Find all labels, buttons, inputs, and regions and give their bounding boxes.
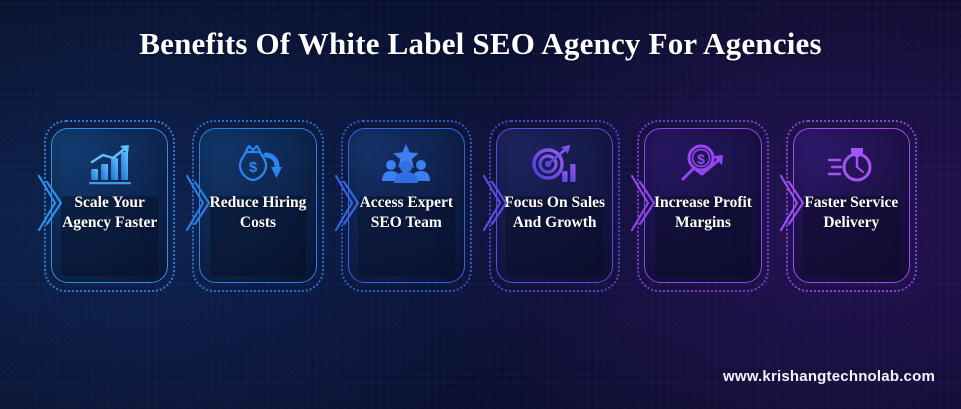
benefit-card-3[interactable]: Access Expert SEO Team (334, 120, 472, 292)
svg-text:$: $ (249, 159, 258, 176)
team-star-icon (379, 142, 433, 188)
benefit-card-row: Scale Your Agency Faster $ (37, 120, 917, 292)
money-bag-down-arrow-icon: $ (231, 142, 285, 188)
card-body: Focus On Sales And Growth (495, 128, 614, 283)
page-title: Benefits Of White Label SEO Agency For A… (139, 26, 822, 61)
card-body: Scale Your Agency Faster (51, 128, 169, 283)
card-body: Access Expert SEO Team (347, 128, 465, 283)
card-body: Faster Service Delivery (792, 128, 910, 283)
card-label: Access Expert SEO Team (359, 194, 454, 231)
card-label: Increase Profit Margins (653, 194, 752, 231)
card-label: Faster Service Delivery (804, 194, 899, 231)
dollar-coin-trend-up-icon: $ (676, 142, 730, 188)
stopwatch-speed-icon (824, 142, 878, 188)
target-arrow-chart-icon (528, 142, 582, 188)
benefit-card-1[interactable]: Scale Your Agency Faster (37, 120, 176, 292)
svg-text:$: $ (697, 151, 705, 167)
benefit-card-6[interactable]: Faster Service Delivery (779, 120, 917, 292)
card-body: $ Increase Profit Margins (644, 128, 762, 283)
bar-chart-growth-arrow-icon (83, 142, 137, 188)
website-url: www.krishangtechnolab.com (723, 368, 935, 385)
card-label: Scale Your Agency Faster (62, 194, 158, 231)
card-label: Reduce Hiring Costs (209, 194, 307, 231)
benefit-card-4[interactable]: Focus On Sales And Growth (482, 120, 621, 292)
benefit-card-2[interactable]: $ Reduce Hiring Costs (186, 120, 324, 292)
card-body: $ Reduce Hiring Costs (199, 128, 317, 283)
benefit-card-5[interactable]: $ Increase Profit Margins (631, 120, 769, 292)
card-label: Focus On Sales And Growth (504, 194, 606, 231)
